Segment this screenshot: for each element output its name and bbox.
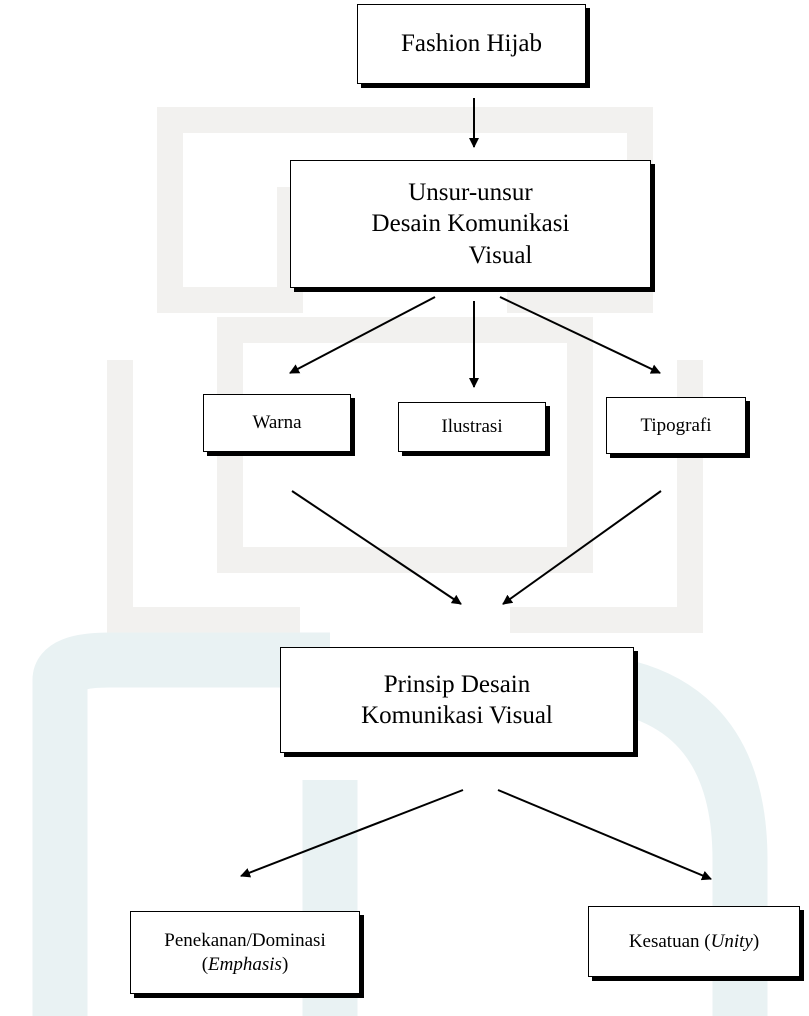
node-penekanan-emphasis: Emphasis: [208, 953, 282, 975]
arrow-prinsip-to-penekanan: [240, 789, 464, 878]
node-warna-label: Warna: [252, 412, 302, 434]
node-kesatuan-prefix: Kesatuan (: [628, 930, 711, 952]
node-unsur-line-3: Visual: [468, 241, 533, 269]
node-penekanan-open-paren: (: [201, 953, 209, 975]
arrow-warna-to-prinsip: [291, 490, 462, 605]
node-warna: Warna: [203, 394, 351, 452]
node-tipografi-label: Tipografi: [640, 414, 712, 436]
node-penekanan: Penekanan/Dominasi (Emphasis): [130, 911, 360, 994]
arrow-unsur-to-warna: [289, 296, 436, 374]
node-penekanan-line-1: Penekanan/Dominasi: [164, 929, 326, 951]
node-fashion-hijab: Fashion Hijab: [357, 4, 586, 84]
node-fashion-hijab-label: Fashion Hijab: [401, 30, 542, 58]
arrow-unsur-to-tipografi: [499, 296, 661, 374]
node-tipografi: Tipografi: [606, 397, 746, 454]
node-prinsip-line-1: Prinsip Desain: [383, 670, 531, 698]
node-kesatuan: Kesatuan (Unity): [588, 906, 800, 977]
node-ilustrasi-label: Ilustrasi: [441, 416, 503, 438]
node-unsur-line-2: Desain Komunikasi: [371, 210, 570, 238]
node-kesatuan-unity: Unity: [710, 930, 753, 952]
node-kesatuan-suffix: ): [752, 930, 760, 952]
node-ilustrasi: Ilustrasi: [398, 402, 546, 452]
node-prinsip-desain: Prinsip Desain Komunikasi Visual: [280, 647, 634, 753]
node-kesatuan-label: Kesatuan (Unity): [629, 930, 759, 954]
node-unsur-unsur: Unsur-unsur Desain Komunikasi Visual: [290, 160, 651, 288]
node-unsur-line-1: Unsur-unsur: [408, 179, 533, 207]
arrow-tipografi-to-prinsip: [502, 490, 662, 605]
node-penekanan-close-paren: ): [281, 953, 289, 975]
node-penekanan-line-2: (Emphasis): [202, 953, 289, 977]
node-prinsip-line-2: Komunikasi Visual: [361, 702, 553, 729]
arrow-prinsip-to-kesatuan: [497, 789, 712, 881]
